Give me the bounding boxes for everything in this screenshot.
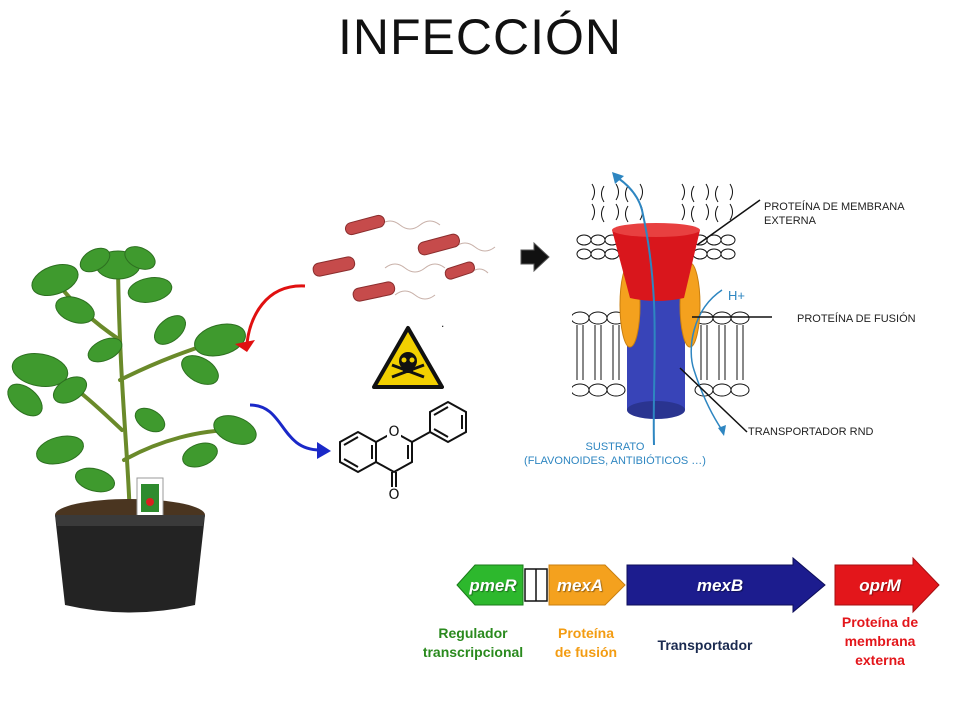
caption-fusion: Proteína de fusión <box>540 624 632 662</box>
caption-regulator-line2: transcripcional <box>422 644 524 660</box>
caption-regulator: Regulador transcripcional <box>408 624 538 662</box>
small-dot: . <box>441 316 445 330</box>
secretion-arrow-icon <box>249 403 331 459</box>
infection-arrow-icon <box>235 284 306 352</box>
substrate-label-line1: SUSTRATO <box>585 441 645 453</box>
caption-regulator-line1: Regulador <box>438 625 508 641</box>
svg-text:O: O <box>388 487 399 503</box>
tomato-plant-illustration <box>7 246 257 613</box>
rnd-transporter-label: TRANSPORTADOR RND <box>748 426 874 438</box>
caption-transporter: Transportador <box>640 636 770 655</box>
efflux-pump-illustration <box>572 172 772 446</box>
substrate-label-line2: (FLAVONOIDES, ANTIBIÓTICOS …) <box>524 455 706 467</box>
gene-label-pmeR: pmeR <box>469 576 517 595</box>
slide-title: INFECCIÓN <box>338 9 622 65</box>
substrate-label: SUSTRATO (FLAVONOIDES, ANTIBIÓTICOS …) <box>470 440 760 468</box>
bacteria-cluster-illustration <box>312 214 496 302</box>
gene-arrow-pmeR <box>456 564 524 606</box>
caption-fusion-line1: Proteína <box>557 625 614 641</box>
proton-label: H+ <box>728 288 745 303</box>
gene-label-mexB: mexB <box>696 576 744 595</box>
svg-text:O: O <box>388 424 399 440</box>
outer-membrane-protein-label: PROTEÍNA DE MEMBRANA EXTERNA <box>764 201 904 227</box>
caption-outer-membrane: Proteína de membrana externa <box>810 613 950 670</box>
operon-arrows <box>456 556 940 614</box>
gene-arrow-oprM <box>834 556 940 614</box>
caption-transporter-line1: Transportador <box>657 637 753 653</box>
caption-outer-membrane-line1: Proteína de <box>841 614 919 630</box>
right-arrow-icon <box>520 241 550 273</box>
caption-fusion-line2: de fusión <box>554 644 618 660</box>
gene-arrow-mexB <box>626 556 826 614</box>
toxic-hazard-icon <box>372 326 444 389</box>
caption-outer-membrane-line2: membrana <box>844 633 916 649</box>
caption-outer-membrane-line3: externa <box>855 652 905 668</box>
gene-arrow-mexA <box>548 564 626 606</box>
gene-label-mexA: mexA <box>556 576 604 595</box>
gene-label-oprM: oprM <box>859 576 901 595</box>
fusion-protein-label: PROTEÍNA DE FUSIÓN <box>797 313 916 325</box>
flavonoid-structure-illustration: O O <box>339 400 467 503</box>
